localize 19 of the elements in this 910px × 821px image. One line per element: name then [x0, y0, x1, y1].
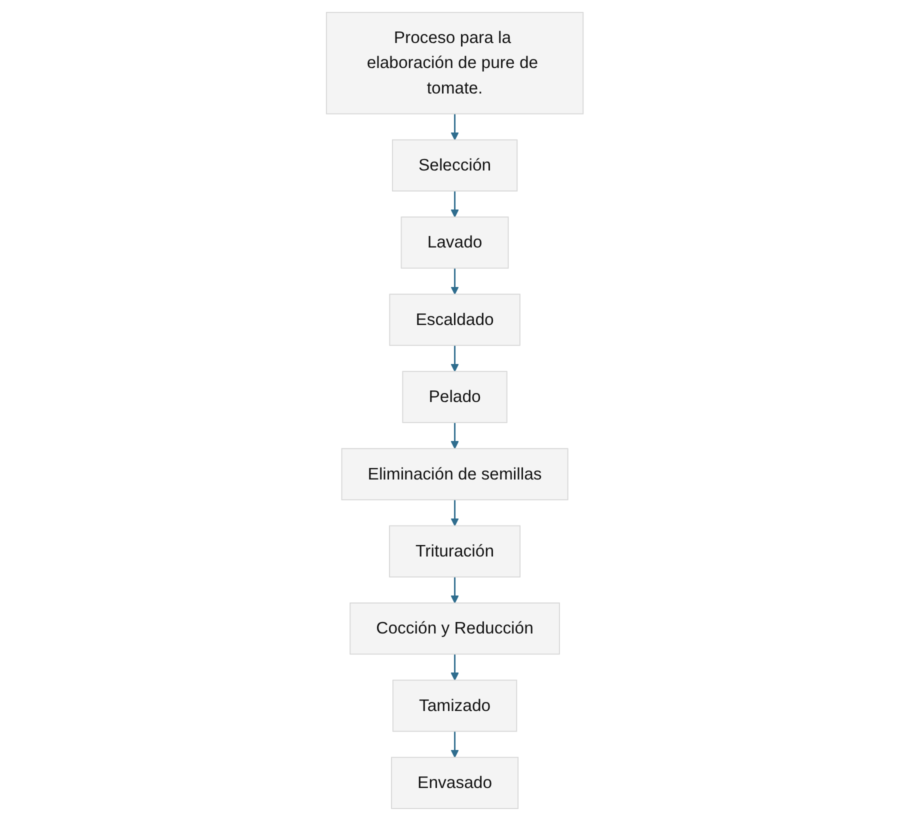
- node-box: Tamizado: [392, 680, 518, 732]
- arrow: [450, 654, 460, 681]
- node-box: Escaldado: [389, 294, 521, 346]
- node-box: Cocción y Reducción: [350, 602, 560, 655]
- arrow: [450, 268, 460, 295]
- node-box: Trituración: [389, 525, 521, 578]
- arrow: [450, 500, 460, 526]
- arrow: [450, 114, 460, 140]
- node-box: Envasado: [391, 756, 519, 809]
- arrow: [450, 731, 460, 758]
- arrow: [450, 191, 460, 218]
- node-box: Proceso para la elaboración de pure de tomate.: [326, 12, 584, 114]
- node-box: Lavado: [401, 216, 509, 269]
- arrow: [450, 576, 460, 604]
- node-box: Pelado: [402, 370, 508, 424]
- node-box: Eliminación de semillas: [342, 448, 568, 500]
- node-box: Selección: [392, 139, 518, 192]
- arrow: [450, 345, 460, 372]
- arrow: [450, 422, 460, 449]
